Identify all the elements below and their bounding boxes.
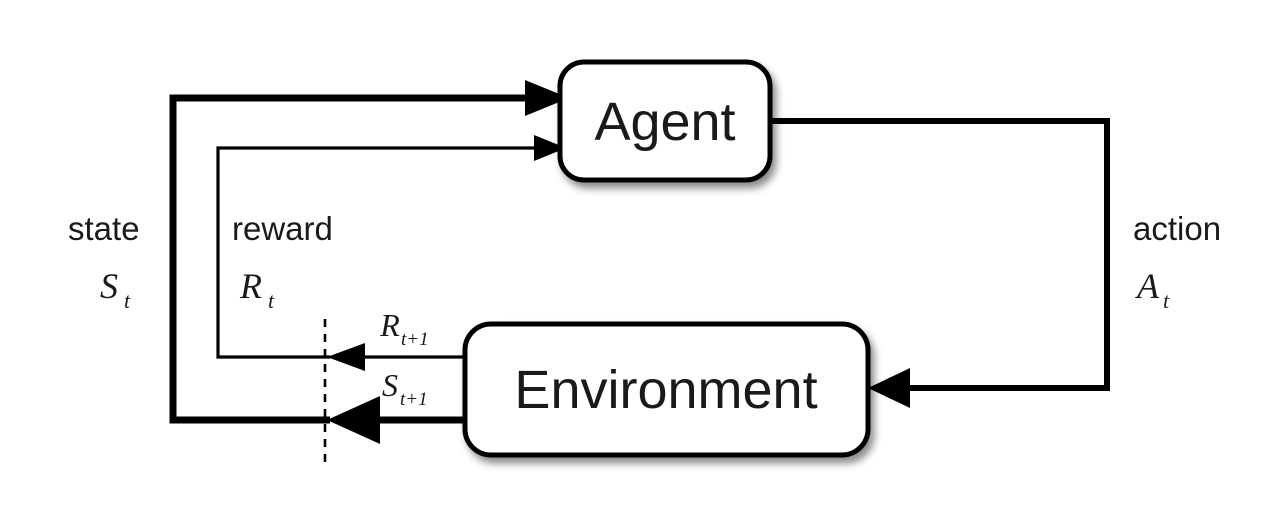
label-action: action A t [1133,210,1221,313]
edge-state-next [327,396,465,444]
label-state-next-symbol: S [382,367,398,403]
environment-label: Environment [514,360,817,420]
label-state-next-subscript: t+1 [400,389,428,410]
node-environment[interactable]: Environment [462,321,871,458]
label-state: state S t [68,210,140,313]
edge-state-arrowhead [525,80,569,116]
environment-box[interactable] [462,321,871,458]
label-reward: reward R t [232,210,333,313]
label-state-next: S t+1 [382,367,428,410]
label-action-subscript: t [1163,288,1170,313]
label-state-word: state [68,210,140,247]
label-reward-next-symbol: R [379,307,400,343]
edge-state [169,80,569,424]
edge-reward-next [327,343,465,371]
node-agent[interactable]: Agent [557,59,773,183]
label-reward-subscript: t [268,288,275,313]
label-reward-next: R t+1 [379,307,428,350]
agent-label: Agent [594,92,735,152]
edge-action-line [770,118,1110,391]
edge-reward-arrowhead [534,135,566,161]
edge-reward [216,135,566,359]
label-action-word: action [1133,210,1221,247]
label-state-symbol: S [100,266,118,306]
label-state-subscript: t [124,288,131,313]
edge-reward-next-arrowhead [327,343,365,371]
edge-reward-line [216,146,534,359]
label-reward-word: reward [232,210,333,247]
edge-state-next-arrowhead [327,396,380,444]
label-action-symbol: A [1135,266,1160,306]
label-reward-symbol: R [239,266,262,306]
agent-box[interactable] [557,59,773,183]
edge-state-line [169,94,525,424]
edge-action-arrowhead [868,368,910,408]
label-reward-next-subscript: t+1 [401,329,429,350]
edge-action [770,118,1110,408]
